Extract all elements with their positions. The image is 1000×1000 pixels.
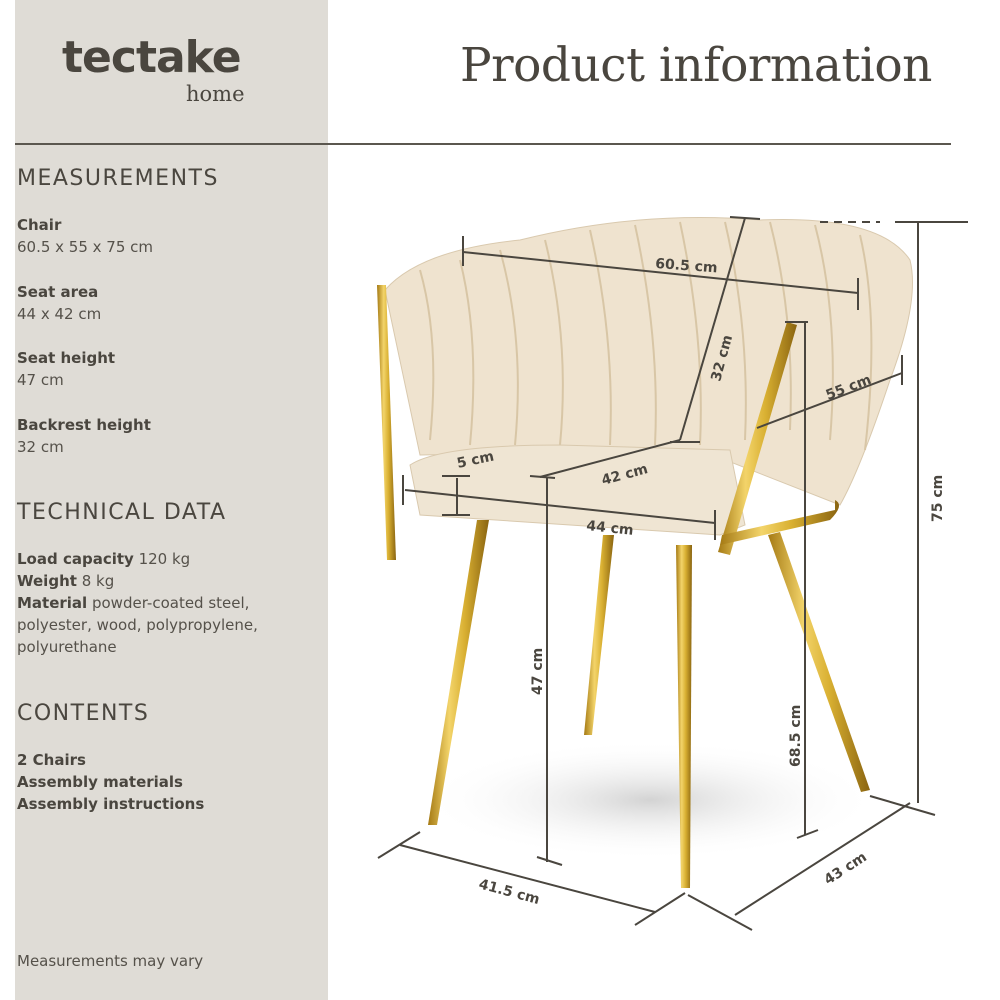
tech-load: Load capacity 120 kg [17, 548, 190, 570]
tech-weight-label: Weight [17, 572, 77, 590]
measure-label-seat-height: Seat height [17, 349, 116, 367]
footer-note: Measurements may vary [17, 952, 204, 970]
dimension-lines [377, 216, 968, 931]
sidebar-panel [15, 0, 328, 1000]
header-divider [15, 143, 951, 145]
dim-seat-thickness: 5 cm [456, 448, 496, 471]
page-title: Product information [460, 38, 932, 93]
tech-weight: Weight 8 kg [17, 570, 114, 592]
measure-value-seat-area: 44 x 42 cm [17, 305, 102, 323]
measure-label-chair: Chair [17, 216, 62, 234]
brand-sub: home [186, 82, 245, 106]
measure-value-seat-height: 47 cm [17, 371, 64, 389]
tech-material-value-3: polyurethane [17, 638, 117, 656]
dim-seat-width: 44 cm [586, 518, 635, 539]
dim-seat-height: 47 cm [530, 648, 546, 695]
chair-diagram: 60.5 cm 32 cm 55 cm 42 cm 5 cm 44 cm 75 … [377, 216, 968, 931]
dim-height: 75 cm [930, 475, 946, 522]
dim-base-width: 41.5 cm [477, 876, 541, 908]
tech-material-value-1: powder-coated steel, [91, 594, 250, 612]
dim-width: 60.5 cm [655, 256, 718, 276]
measurements-heading: MEASUREMENTS [17, 166, 219, 191]
tech-load-label: Load capacity [17, 550, 134, 568]
chair-frame [377, 285, 870, 888]
contents-item: 2 Chairs [17, 751, 86, 769]
floor-shadow [420, 740, 880, 860]
technical-heading: TECHNICAL DATA [17, 500, 227, 525]
chair-backrest [384, 217, 913, 506]
tech-load-value: 120 kg [138, 550, 191, 568]
tech-material-value-2: polyester, wood, polypropylene, [17, 616, 258, 634]
tech-weight-value: 8 kg [81, 572, 115, 590]
measure-label-seat-area: Seat area [17, 283, 99, 301]
tech-material-label: Material [17, 594, 88, 612]
contents-item: Assembly materials [17, 773, 183, 791]
brand-name: tectake [62, 32, 242, 83]
dim-arm-height: 68.5 cm [788, 705, 804, 767]
measure-value-backrest: 32 cm [17, 438, 64, 456]
measure-label-backrest: Backrest height [17, 416, 151, 434]
measure-value-chair: 60.5 x 55 x 75 cm [17, 238, 154, 256]
contents-heading: CONTENTS [17, 701, 150, 726]
tech-material: Material powder-coated steel, [17, 592, 249, 614]
contents-item: Assembly instructions [17, 795, 205, 813]
